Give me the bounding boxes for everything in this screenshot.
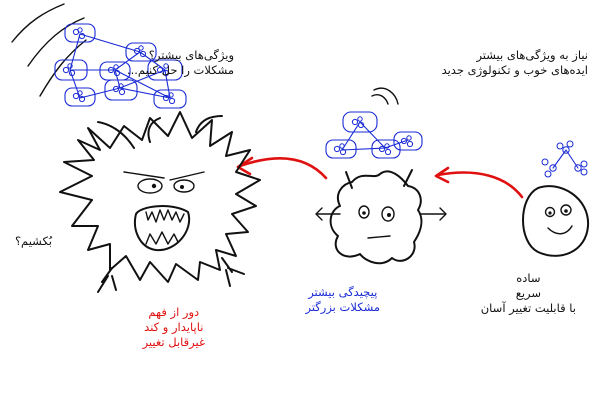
- left-question-line: مشکلات را حل کنیم...: [126, 63, 234, 77]
- monster-figure-caption: دور از فهم ناپایدار و کند غیرقابل تغییر: [143, 305, 205, 350]
- idea-node: [153, 89, 187, 109]
- top-right-line: ایده‌های خوب و تکنولوژی جدید: [441, 63, 588, 77]
- idea-node: [125, 42, 157, 62]
- idea-node: [342, 111, 378, 133]
- idea-cluster-small: [541, 140, 588, 178]
- simple-caption-line: سریع: [515, 286, 542, 300]
- motion-lines: [11, 3, 87, 97]
- idea-cluster-medium: [325, 87, 423, 159]
- pull-question: بُکشیم؟: [14, 234, 52, 248]
- idea-node: [104, 79, 138, 101]
- idea-node: [64, 87, 96, 107]
- idea-cluster-large: [54, 23, 187, 109]
- simple-caption-line: ساده: [516, 271, 541, 285]
- medium-caption-line: پیچیدگی بیشتر: [308, 285, 378, 299]
- idea-node: [147, 59, 183, 81]
- simple-figure-caption: ساده سریع با قابلیت تغییر آسان: [481, 271, 576, 316]
- growth-arrow-right: [434, 166, 524, 199]
- left-question-line: ویژگی‌های بیشتر؟: [148, 48, 234, 62]
- left-question-text: ویژگی‌های بیشتر؟ مشکلات را حل کنیم...: [127, 48, 234, 78]
- medium-blob-figure: [315, 169, 447, 265]
- simple-blob-figure: [522, 185, 590, 257]
- top-right-text: نیاز به ویژگی‌های بیشتر ایده‌های خوب و ت…: [442, 48, 588, 78]
- growth-arrow-left: [236, 156, 328, 180]
- medium-caption-line: مشکلات بزرگتر: [305, 300, 380, 314]
- idea-node: [54, 59, 88, 81]
- idea-node: [64, 23, 96, 43]
- simple-caption-line: با قابلیت تغییر آسان: [480, 301, 576, 315]
- top-right-line: نیاز به ویژگی‌های بیشتر: [476, 48, 588, 62]
- medium-figure-caption: پیچیدگی بیشتر مشکلات بزرگتر: [305, 285, 380, 315]
- idea-node: [325, 139, 357, 159]
- idea-node: [393, 131, 423, 151]
- monster-caption-line: غیرقابل تغییر: [142, 335, 205, 349]
- idea-node: [371, 139, 401, 159]
- monster-figure: [59, 111, 261, 293]
- monster-caption-line: دور از فهم: [148, 305, 200, 319]
- monster-caption-line: ناپایدار و کند: [144, 320, 204, 334]
